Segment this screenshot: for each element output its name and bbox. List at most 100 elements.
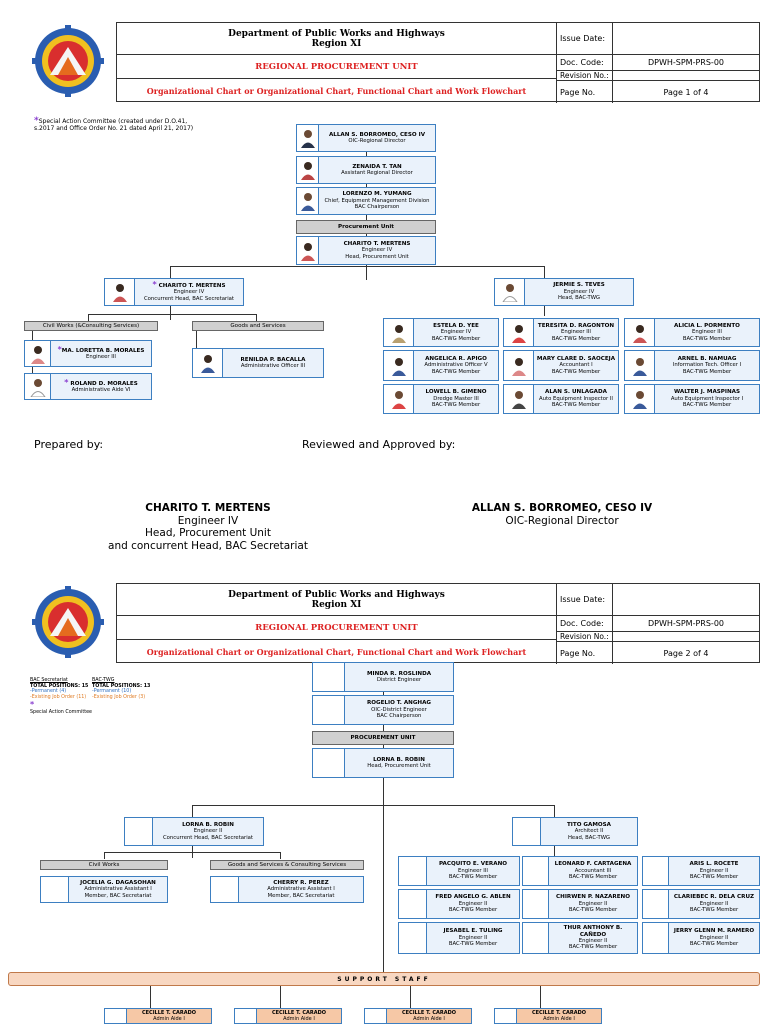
person-icon (384, 351, 414, 380)
photo-placeholder (513, 818, 541, 845)
revision-label: Revision No.: (557, 71, 613, 81)
photo-placeholder (313, 749, 345, 777)
dpwh-logo (18, 579, 118, 665)
star-icon: * (30, 700, 35, 709)
person-icon (25, 374, 51, 399)
person-icon (25, 341, 51, 366)
page-label: Page No. (557, 642, 613, 664)
connector (196, 330, 197, 364)
connector (280, 986, 281, 1008)
connector (540, 986, 541, 1008)
page1-header: Department of Public Works and Highways … (18, 18, 760, 104)
doc-code-label: Doc. Code: (557, 55, 613, 71)
procurement-unit-bar: PROCUREMENT UNIT (312, 731, 454, 745)
page2-header: Department of Public Works and Highways … (18, 579, 760, 665)
unit-name: REGIONAL PROCUREMENT UNIT (117, 616, 557, 640)
civil-works-bar: Civil Works (&Consulting Services) (24, 321, 158, 331)
connector (104, 852, 105, 859)
photo-placeholder (313, 696, 345, 724)
connector (192, 805, 193, 818)
reviewed-by-label: Reviewed and Approved by: (302, 438, 456, 451)
dept-name: Department of Public Works and Highways (228, 589, 445, 600)
connector (544, 306, 545, 316)
goods-services-bar: Goods and Services & Consulting Services (210, 860, 364, 870)
star-icon: * (34, 116, 39, 126)
photo-placeholder (41, 877, 69, 902)
region-name: Region XI (311, 599, 362, 610)
person-icon (504, 385, 534, 413)
civil-works-bar: Civil Works (40, 860, 168, 870)
photo-placeholder (523, 890, 549, 918)
connector (170, 266, 544, 267)
person-icon (625, 319, 655, 346)
photo-placeholder (313, 663, 345, 691)
doc-code-value: DPWH-SPM-PRS-00 (613, 616, 759, 632)
person-icon (384, 319, 414, 346)
issue-date-value (613, 23, 759, 55)
issue-date-label: Issue Date: (557, 23, 613, 55)
special-action-note: *Special Action Committee (created under… (34, 116, 194, 133)
header-table: Department of Public Works and Highways … (116, 22, 760, 103)
connector (150, 986, 151, 1008)
dpwh-logo (18, 18, 118, 104)
issue-date-label: Issue Date: (557, 584, 613, 616)
photo-placeholder (643, 890, 669, 918)
support-staff-bar: SUPPORT STAFF (8, 972, 760, 986)
photo-placeholder (523, 857, 549, 885)
person-icon (105, 279, 135, 305)
connector (410, 986, 411, 1008)
issue-date-value (613, 584, 759, 616)
connector (170, 306, 171, 320)
photo-placeholder (125, 818, 153, 845)
connector (88, 314, 256, 315)
star-icon: * (64, 377, 69, 387)
photo-placeholder (523, 923, 549, 953)
person-icon (297, 237, 319, 264)
revision-label: Revision No.: (557, 632, 613, 642)
connector (192, 805, 554, 806)
prepared-by-label: Prepared by: (34, 438, 104, 451)
photo-placeholder (105, 1009, 127, 1023)
photo-placeholder (643, 923, 669, 953)
photo-placeholder (495, 1009, 517, 1023)
person-icon (193, 349, 223, 377)
person-icon (495, 279, 525, 305)
photo-placeholder (643, 857, 669, 885)
procurement-unit-bar: Procurement Unit (296, 220, 436, 234)
person-icon (504, 319, 534, 346)
connector (544, 266, 545, 278)
photo-placeholder (235, 1009, 257, 1023)
page-number: Page 1 of 4 (663, 87, 709, 97)
person-icon (297, 157, 319, 183)
connector (170, 266, 171, 278)
connector (256, 314, 257, 321)
photo-placeholder (399, 890, 427, 918)
header-table: Department of Public Works and Highways … (116, 583, 760, 664)
doc-code-label: Doc. Code: (557, 616, 613, 632)
